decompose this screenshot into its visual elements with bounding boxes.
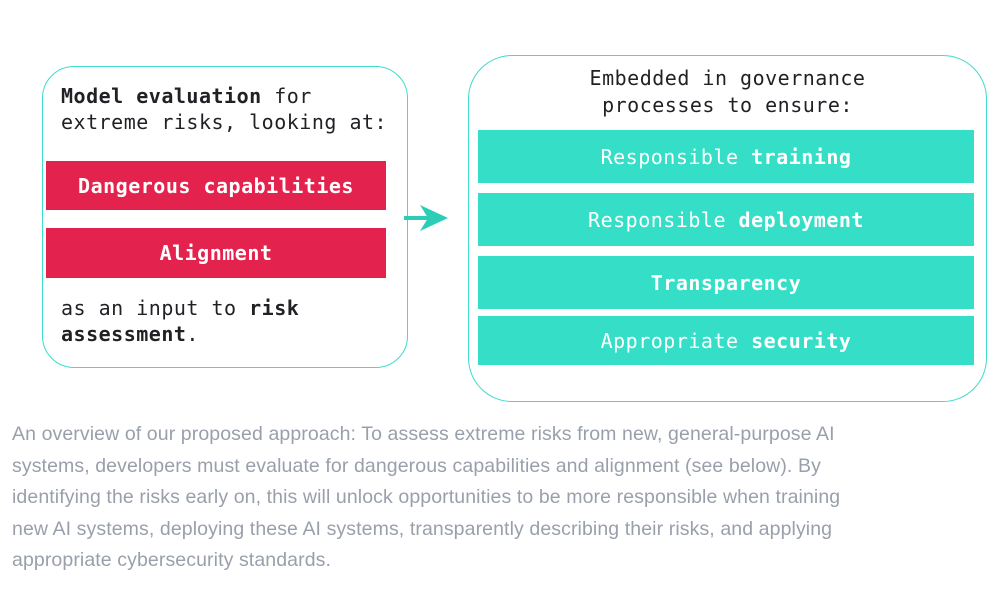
left-box-footer-bold1: risk <box>249 296 300 320</box>
bar-security-text: Appropriate security <box>600 328 852 353</box>
right-box-title: Embedded in governance processes to ensu… <box>469 65 986 119</box>
caption-line-1: An overview of our proposed approach: To… <box>12 423 835 445</box>
right-box-title-line2: processes to ensure: <box>602 93 853 117</box>
figure-caption: An overview of our proposed approach: To… <box>12 419 987 577</box>
left-box-title-bold: Model evaluation <box>61 84 262 108</box>
caption-line-4: new AI systems, deploying these AI syste… <box>12 517 833 540</box>
governance-box: Embedded in governance processes to ensu… <box>468 55 987 402</box>
caption-line-3: identifying the risks early on, this wil… <box>12 486 841 508</box>
right-arrow-icon <box>404 205 448 231</box>
bar-transparency-text: Transparency <box>650 270 802 295</box>
left-box-footer-rest: as an input to <box>61 296 250 320</box>
left-box-title: Model evaluation for extreme risks, look… <box>61 83 401 135</box>
dangerous-capabilities-box: Dangerous capabilities <box>46 161 386 210</box>
model-evaluation-box: Model evaluation for extreme risks, look… <box>42 66 408 368</box>
left-box-title-line2: extreme risks, looking at: <box>61 110 388 134</box>
left-box-footer: as an input to risk assessment. <box>61 295 401 347</box>
governance-bar-security: Appropriate security <box>478 316 974 365</box>
bar-deployment-text: Responsible deployment <box>588 207 864 232</box>
bar-training-text: Responsible training <box>600 144 852 169</box>
right-box-title-line1: Embedded in governance <box>589 66 866 90</box>
left-box-footer-period: . <box>186 322 199 346</box>
dangerous-capabilities-label: Dangerous capabilities <box>78 173 354 198</box>
governance-bar-training: Responsible training <box>478 130 974 183</box>
alignment-box: Alignment <box>46 228 386 278</box>
alignment-label: Alignment <box>159 241 273 265</box>
caption-line-2: systems, developers must evaluate for da… <box>12 454 821 477</box>
caption-line-5: appropriate cybersecurity standards. <box>12 549 332 571</box>
governance-bar-deployment: Responsible deployment <box>478 193 974 246</box>
left-box-footer-bold2: assessment <box>61 322 187 346</box>
left-box-title-rest: for <box>261 84 312 108</box>
governance-bar-transparency: Transparency <box>478 256 974 309</box>
